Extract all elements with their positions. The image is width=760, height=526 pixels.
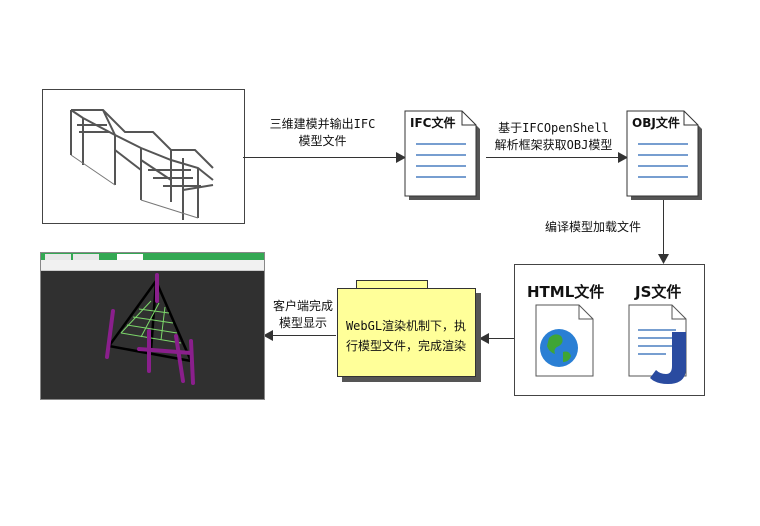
browser-render-window bbox=[40, 252, 265, 400]
rendered-model-illustration bbox=[105, 273, 195, 385]
ifc-document-icon bbox=[404, 110, 480, 200]
arrow-3-line bbox=[663, 200, 664, 256]
step2-label: 基于IFCOpenShell 解析框架获取OBJ模型 bbox=[494, 121, 613, 152]
arrow-2-head bbox=[618, 152, 628, 163]
html-file-label: HTML文件 bbox=[527, 283, 605, 301]
js-file-label: JS文件 bbox=[635, 283, 682, 301]
webgl-note-text: WebGL渲染机制下，执 行模型文件，完成渲染 bbox=[345, 319, 467, 353]
step4-label: 客户端完成 模型显示 bbox=[272, 299, 333, 330]
model-preview-frame bbox=[42, 89, 245, 224]
browser-address-bar[interactable] bbox=[41, 260, 264, 271]
steel-frame-illustration bbox=[70, 109, 214, 220]
webgl-note bbox=[337, 288, 476, 377]
browser-tab-bar bbox=[41, 253, 264, 260]
browser-tab[interactable] bbox=[117, 254, 143, 260]
webgl-canvas[interactable] bbox=[41, 271, 264, 399]
arrow-4-line bbox=[487, 338, 514, 339]
arrow-2-line bbox=[486, 157, 620, 158]
arrow-1-head bbox=[396, 152, 406, 163]
arrow-5-head bbox=[263, 330, 273, 341]
webgl-note-tab bbox=[356, 280, 428, 291]
globe-document-icon bbox=[535, 304, 594, 377]
ifc-file-label: IFC文件 bbox=[410, 116, 456, 130]
arrow-3-head bbox=[658, 254, 669, 264]
browser-url[interactable] bbox=[49, 262, 169, 267]
obj-document-icon bbox=[626, 110, 702, 200]
browser-tab[interactable] bbox=[45, 254, 71, 260]
browser-tab[interactable] bbox=[73, 254, 99, 260]
arrow-1-line bbox=[243, 157, 398, 158]
arrow-5-line bbox=[272, 335, 336, 336]
js-document-icon bbox=[628, 304, 687, 384]
obj-file-label: OBJ文件 bbox=[632, 116, 680, 130]
step3-label: 编译模型加载文件 bbox=[545, 220, 642, 234]
step1-label: 三维建模并输出IFC 模型文件 bbox=[269, 117, 376, 148]
arrow-4-head bbox=[479, 333, 489, 344]
